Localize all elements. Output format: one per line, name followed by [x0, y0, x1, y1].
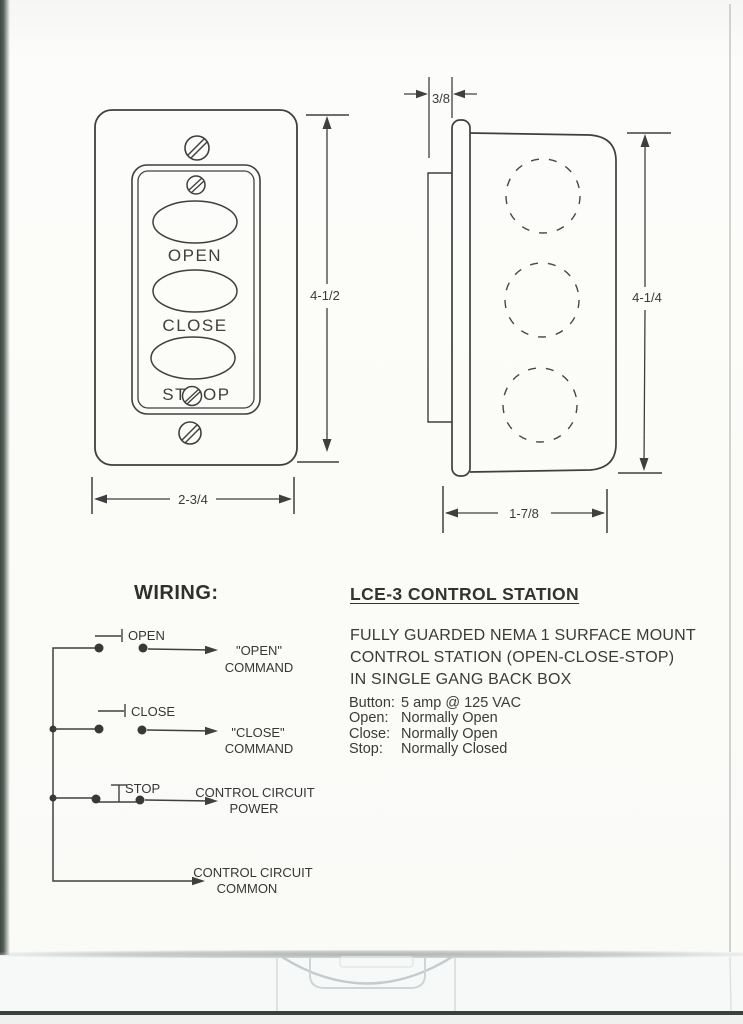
power-label2: POWER: [229, 801, 278, 816]
common-label2: COMMON: [217, 881, 278, 896]
scanner-bed-front: [0, 1014, 743, 1024]
scanner-handle-arc: [281, 955, 453, 985]
description-line: CONTROL STATION (OPEN-CLOSE-STOP): [350, 649, 675, 666]
open-button: [152, 200, 238, 244]
wiring-heading: WIRING:: [134, 582, 219, 604]
close-switch-label: CLOSE: [131, 704, 175, 719]
spec-label: Close:: [349, 725, 391, 742]
front-width-value: 2-3/4: [178, 492, 208, 507]
side-height-dimension: 4-1/4: [618, 132, 671, 474]
product-title: LCE-3 CONTROL STATION: [350, 584, 580, 604]
button-guard-outer: [131, 164, 261, 415]
page-edge-line: [729, 4, 731, 952]
open-contact-symbol: OPEN: [94, 628, 218, 655]
screw-icon: [178, 421, 202, 445]
close-command-label: "CLOSE": [231, 725, 285, 740]
description-line: IN SINGLE GANG BACK BOX: [350, 671, 572, 688]
wiring-diagram: WIRING: OPEN "OPEN" COMMAND: [49, 582, 315, 896]
side-depth-value: 3/8: [432, 91, 450, 106]
spec-label: Stop:: [349, 741, 383, 758]
faceplate-outline: [94, 109, 298, 466]
common-label: CONTROL CIRCUIT: [193, 865, 312, 880]
side-view-drawing: 3/8 4-1/4 1-7/8: [404, 77, 671, 533]
spec-row: Button: 5 amp @ 125 VAC: [349, 695, 522, 711]
scanner-hardware-detail: [276, 955, 732, 1013]
open-command-label: "OPEN": [236, 643, 282, 658]
spec-value: Normally Open: [401, 725, 498, 742]
spec-value: 5 amp @ 125 VAC: [401, 695, 522, 711]
stop-contact-symbol: STOP: [53, 781, 218, 806]
spec-label: Open:: [349, 710, 389, 727]
front-width-dimension: 2-3/4: [91, 477, 295, 514]
scan-edge-shadow: [0, 0, 10, 1024]
close-command-label2: COMMAND: [225, 741, 294, 756]
close-button: [152, 269, 238, 313]
side-height-value: 4-1/4: [632, 290, 662, 305]
spec-value: Normally Closed: [401, 741, 508, 758]
close-button-label: CLOSE: [162, 316, 227, 335]
scanner-bed-edge: [0, 1011, 743, 1015]
close-contact-symbol: CLOSE: [53, 704, 218, 736]
knockout-hole: [505, 158, 581, 234]
knockout-hole: [504, 262, 580, 338]
stop-button: [150, 336, 236, 380]
side-width-dimension: 1-7/8: [442, 486, 608, 533]
spec-row: Close: Normally Open: [349, 725, 521, 742]
power-label: CONTROL CIRCUIT: [195, 785, 314, 800]
spec-value: Normally Open: [401, 710, 498, 727]
back-box-outline: [469, 132, 617, 473]
spec-label: Button:: [349, 695, 395, 711]
product-description: FULLY GUARDED NEMA 1 SURFACE MOUNT CONTR…: [350, 625, 730, 691]
screw-icon: [186, 175, 206, 195]
open-switch-label: OPEN: [128, 628, 165, 643]
page-bottom-shadow: [0, 950, 743, 958]
front-view-drawing: OPEN CLOSE ST OP: [91, 109, 349, 514]
open-button-label: OPEN: [168, 246, 222, 265]
scanner-handle-recess: [309, 957, 426, 989]
gang-box-outline: [427, 172, 452, 423]
knockout-hole: [502, 367, 578, 443]
spec-row: Open: Normally Open: [349, 710, 521, 727]
front-height-dimension: 4-1/2: [297, 114, 349, 463]
stop-button-label-right: OP: [203, 385, 231, 404]
side-depth-dimension: 3/8: [404, 77, 477, 158]
stop-button-label-left: ST: [162, 385, 187, 404]
screw-icon: [184, 135, 210, 161]
spec-row: Stop: Normally Closed: [349, 741, 521, 758]
description-line: FULLY GUARDED NEMA 1 SURFACE MOUNT: [350, 627, 696, 644]
spec-list: Button: 5 amp @ 125 VAC Open: Normally O…: [349, 695, 522, 758]
button-guard-inner: [137, 170, 255, 409]
faceplate-flange: [451, 119, 471, 477]
screw-icon: [181, 385, 203, 407]
front-height-value: 4-1/2: [310, 288, 340, 303]
stop-switch-label: STOP: [125, 781, 160, 796]
open-command-label2: COMMAND: [225, 660, 294, 675]
side-width-value: 1-7/8: [509, 506, 539, 521]
common-bus-wire: [52, 647, 199, 882]
